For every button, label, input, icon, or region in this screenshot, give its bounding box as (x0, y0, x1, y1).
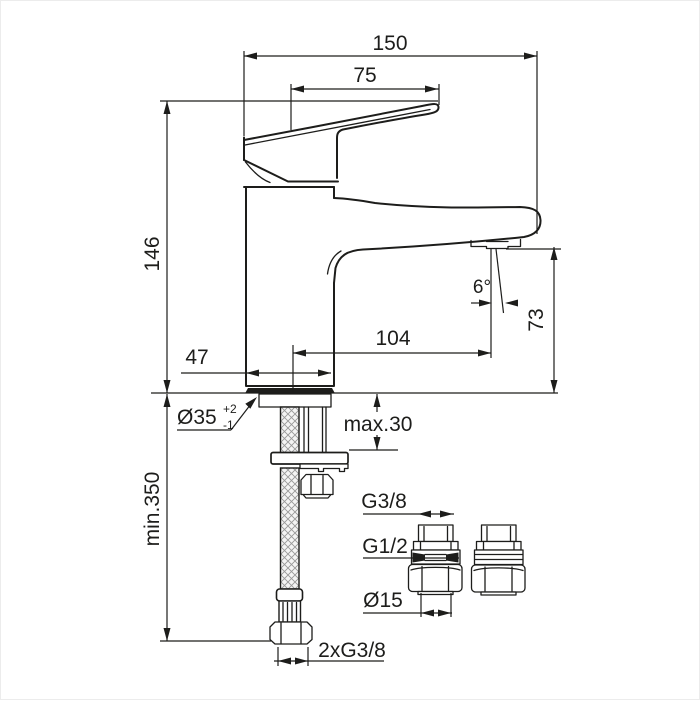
dim-adapter-pipe-label: Ø15 (363, 589, 403, 612)
dim-spout-height-73: 73 (506, 247, 561, 393)
body-column (245, 186, 335, 387)
dim-total-height-146: 146 (141, 100, 438, 393)
dim-deck-thickness-max30: max.30 (344, 394, 413, 451)
handle-dome (243, 159, 339, 183)
dim-adapter-thread-g38: G3/8 (361, 490, 454, 518)
dim-base-width-label: 47 (185, 346, 208, 369)
hose-ferrule (275, 588, 304, 602)
braided-hose-upper (279, 406, 300, 454)
dim-adapter-pipe-dia15: Ø15 (363, 589, 452, 617)
adapter-fitting-left (407, 524, 463, 596)
hose-end-nut (269, 621, 313, 645)
lever-handle (243, 103, 440, 141)
dim-spout-height-label: 73 (525, 308, 548, 331)
dim-total-height-label: 146 (141, 236, 164, 271)
dim-hose-length-min350: min.350 (141, 394, 271, 642)
dim-hose-connection-2xg38: 2xG3/8 (274, 639, 386, 666)
shank (258, 393, 332, 408)
aerator (470, 238, 522, 250)
base-gasket (245, 388, 335, 394)
dim-deck-thickness-label: max.30 (344, 413, 413, 436)
dim-lever-length-label: 75 (353, 64, 376, 87)
spout (333, 197, 542, 284)
dim-adapter-thread-g12: G1/2 (362, 535, 459, 559)
dim-spray-angle-label: 6° (473, 277, 491, 298)
supply-hoses-and-fixing (269, 406, 349, 645)
dim-spout-reach-label: 104 (375, 327, 410, 350)
dim-hose-length-label: min.350 (141, 472, 164, 547)
dim-overall-width-150: 150 (243, 32, 538, 234)
fixing-nut (300, 473, 334, 499)
adapter-fitting-right (470, 524, 526, 596)
dim-adapter-thread-top-label: G3/8 (361, 490, 407, 513)
braided-hose-lower (279, 467, 300, 590)
faucet-body-outline (243, 103, 542, 408)
dim-base-width-47: 47 (181, 346, 331, 377)
dim-hose-connection-label: 2xG3/8 (318, 639, 386, 662)
mounting-flange (270, 451, 349, 465)
dim-spray-angle-6deg: 6° (471, 248, 518, 314)
dim-overall-width-label: 150 (372, 32, 407, 55)
dim-base-diameter-label: Ø35+2-1 (177, 402, 237, 432)
dim-lever-length-75: 75 (290, 64, 440, 130)
second-hose (303, 406, 327, 454)
dim-base-diameter-35: Ø35+2-1 (177, 397, 257, 432)
dim-adapter-thread-mid-label: G1/2 (362, 535, 408, 558)
